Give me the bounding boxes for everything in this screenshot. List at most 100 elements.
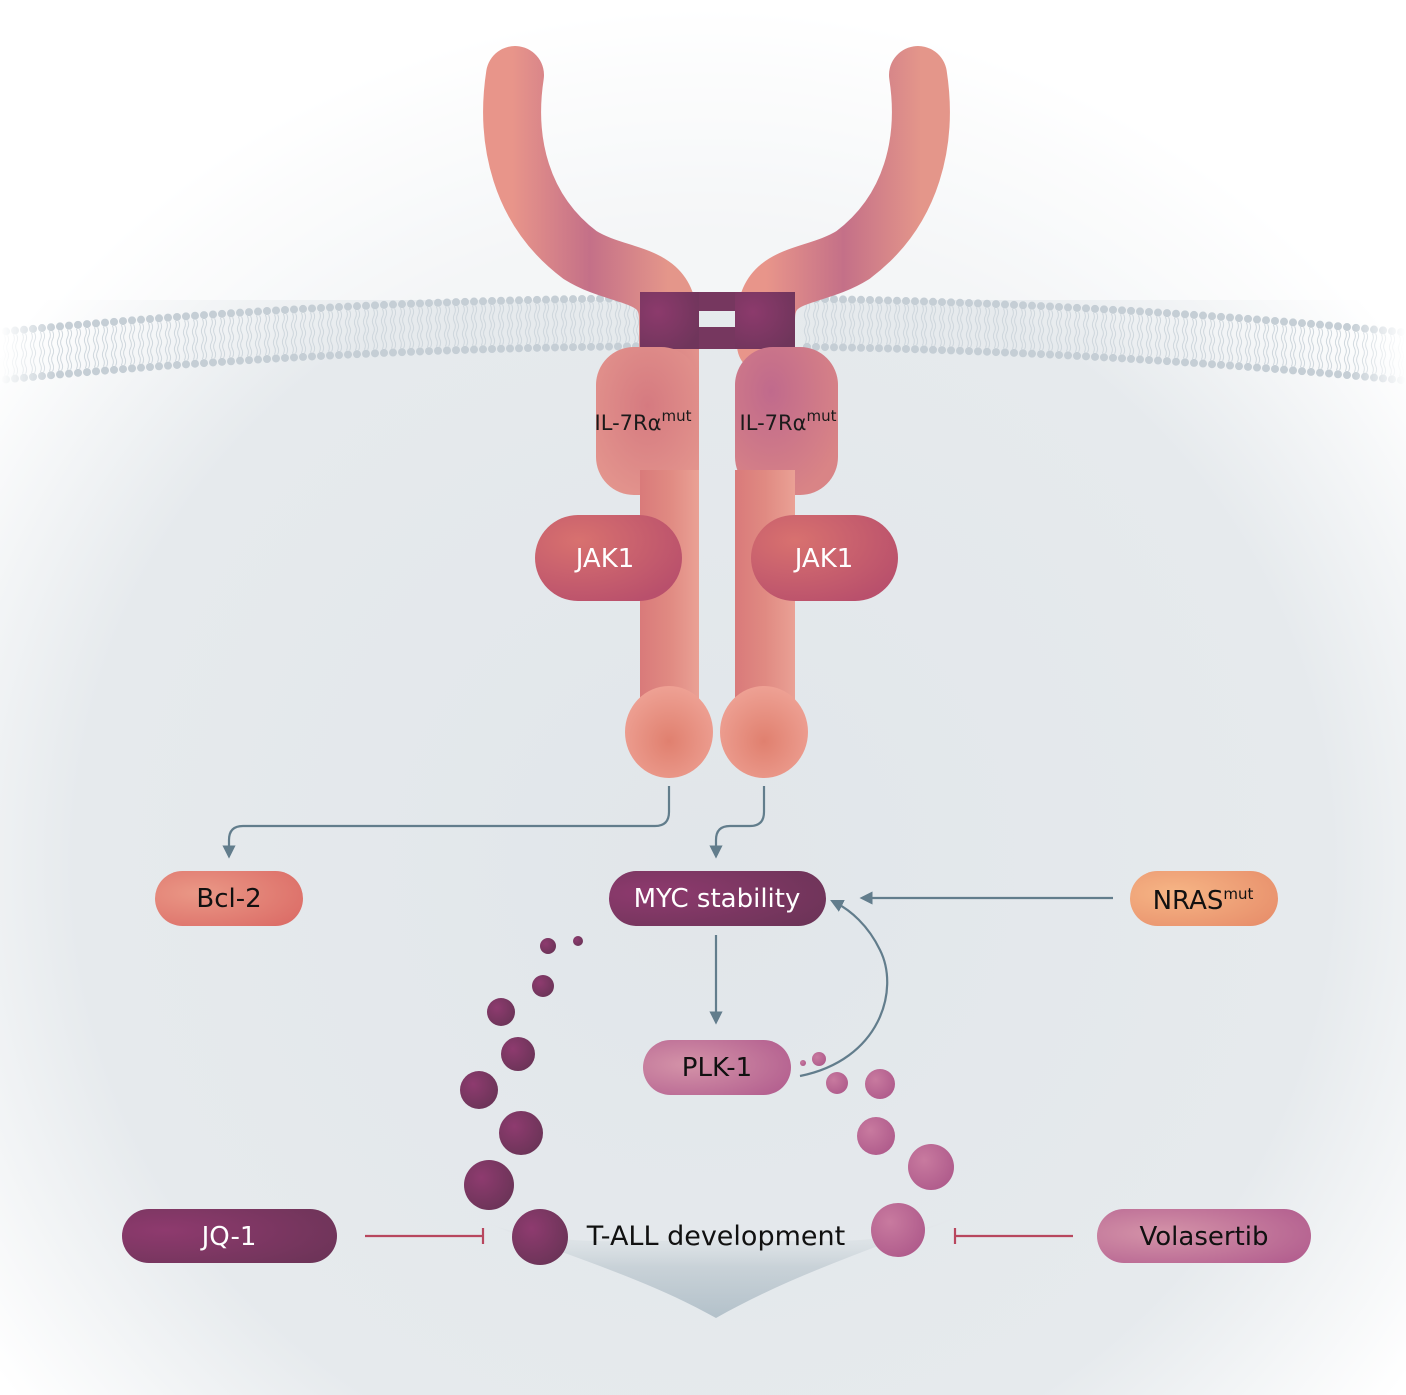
lipid-tail (1082, 312, 1086, 353)
lipid-head (1109, 305, 1117, 314)
lipid-tail (843, 303, 847, 344)
lipid-head (911, 297, 919, 306)
lipid-tail (425, 306, 429, 348)
lipid-tail (245, 315, 249, 357)
lipid-head (209, 310, 217, 319)
lipid-head (1370, 373, 1378, 382)
lipid-head (1316, 320, 1324, 329)
lipid-head (1280, 365, 1288, 374)
lipid-tail (123, 324, 127, 366)
nras-mut-node: NRASmut (1130, 871, 1278, 926)
lipid-head (164, 361, 172, 370)
lipid-head (1388, 327, 1396, 336)
arrow-il7r-to-bcl2 (222, 786, 671, 859)
lipid-tail (1050, 310, 1054, 351)
lipid-head (326, 351, 334, 360)
lipid-head (578, 294, 586, 303)
lipid-tail (24, 333, 28, 374)
lipid-tail (200, 318, 204, 360)
lipid-head (1136, 307, 1144, 316)
lipid-head (1208, 312, 1216, 321)
lipid-head (1145, 355, 1153, 364)
lipid-tail (1392, 335, 1396, 376)
lipid-tail (1077, 311, 1081, 353)
lipid-head (353, 350, 361, 359)
lipid-tail (1145, 315, 1149, 357)
lipid-head (560, 295, 568, 304)
lipid-tail (1374, 333, 1378, 374)
lipid-tail (438, 306, 442, 347)
lipid-tail (569, 302, 573, 344)
lipid-head (1010, 348, 1018, 357)
lipid-tail (578, 302, 582, 344)
lipid-tail (420, 307, 424, 348)
lipid-tail (618, 302, 622, 343)
lipid-tail (1091, 312, 1095, 354)
lipid-head (308, 352, 316, 361)
myc-dot (573, 936, 583, 946)
lipid-tail (600, 302, 604, 343)
lipid-head (218, 309, 226, 318)
lipid-head (191, 311, 199, 320)
lipid-head (128, 316, 136, 325)
lipid-tail (1239, 321, 1243, 363)
lipid-tail (1028, 309, 1032, 350)
myc-label: MYC stability (634, 884, 801, 914)
lipid-tail (1320, 328, 1324, 369)
lipid-tail (1253, 323, 1257, 364)
lipid-head (947, 298, 955, 307)
lipid-tail (182, 320, 186, 361)
lipid-head (461, 345, 469, 354)
lipid-tail (452, 305, 456, 347)
lipid-tail (1199, 319, 1203, 360)
lipid-head (1271, 316, 1279, 325)
myc-dot-arc (460, 936, 583, 1265)
lipid-head (1388, 375, 1396, 384)
lipid-tail (11, 334, 15, 375)
lipid-tail (893, 304, 897, 345)
lipid-tail (825, 302, 829, 344)
lipid-tail (1037, 309, 1041, 351)
lipid-head (1253, 315, 1261, 324)
lipid-head (155, 362, 163, 371)
lipid-head (362, 301, 370, 310)
lipid-head (263, 355, 271, 364)
lipid-head (1154, 308, 1162, 317)
lipid-head (1361, 372, 1369, 381)
lipid-tail (1388, 335, 1392, 376)
lipid-head (272, 354, 280, 363)
lipid-tail (263, 314, 267, 356)
lipid-tail (911, 304, 915, 346)
lipid-head (335, 351, 343, 360)
lipid-tail (416, 307, 420, 348)
lipid-head (1172, 357, 1180, 366)
lipid-head (110, 365, 118, 374)
lipid-tail (74, 328, 78, 370)
lipid-tail (380, 308, 384, 350)
lipid-head (1262, 316, 1270, 325)
lipid-tail (1118, 314, 1122, 355)
lipid-head (83, 320, 91, 329)
lipid-head (569, 295, 577, 304)
lipid-tail (537, 303, 541, 345)
lipid-head (1370, 325, 1378, 334)
lipid-tail (1041, 309, 1045, 351)
lipid-tail (492, 304, 496, 346)
lipid-tail (483, 305, 487, 346)
lipid-head (218, 357, 226, 366)
lipid-tail (42, 331, 46, 373)
lipid-head (1118, 354, 1126, 363)
inhibit-volasertib-to-tall (953, 1228, 1073, 1244)
lipid-tail (299, 312, 303, 354)
lipid-head (515, 344, 523, 353)
lipid-tail (992, 307, 996, 349)
lipid-head (1316, 368, 1324, 377)
lipid-head (488, 297, 496, 306)
lipid-head (1100, 305, 1108, 314)
lipid-head (290, 305, 298, 314)
lipid-head (1127, 306, 1135, 315)
lipid-head (533, 343, 541, 352)
lipid-tail (330, 311, 334, 352)
lipid-tail (398, 307, 402, 349)
lipid-tail (1149, 315, 1153, 357)
